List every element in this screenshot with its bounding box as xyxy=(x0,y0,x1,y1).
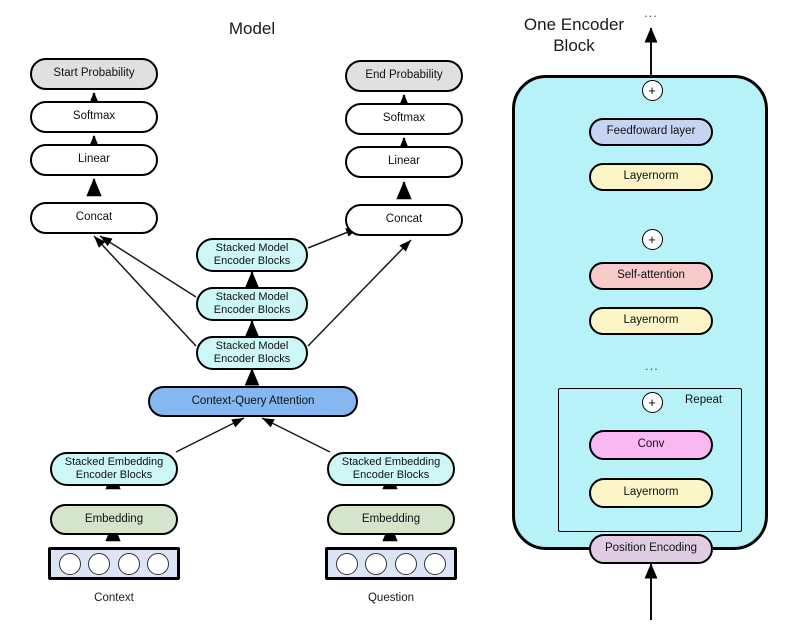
node-layernorm-top[interactable]: Layernorm xyxy=(589,163,713,191)
node-layernorm-bottom[interactable]: Layernorm xyxy=(589,478,713,508)
node-conv[interactable]: Conv xyxy=(589,430,713,460)
node-stacked-model-encoder-2[interactable]: Stacked Model Encoder Blocks xyxy=(196,287,308,321)
node-embedding-context[interactable]: Embedding xyxy=(50,504,178,535)
token-box-question[interactable] xyxy=(325,547,457,580)
node-layernorm-middle[interactable]: Layernorm xyxy=(589,307,713,335)
token-circle xyxy=(365,552,388,575)
token-circle xyxy=(424,552,447,575)
node-stacked-embedding-encoder-context[interactable]: Stacked Embedding Encoder Blocks xyxy=(50,452,178,486)
residual-add-top: + xyxy=(641,80,663,101)
node-stacked-model-encoder-3[interactable]: Stacked Model Encoder Blocks xyxy=(196,336,308,370)
residual-add-bottom: + xyxy=(641,392,663,413)
node-softmax-left[interactable]: Softmax xyxy=(30,101,158,133)
repeat-group-box xyxy=(558,388,742,532)
encoder-block-title: One Encoder Block xyxy=(523,15,625,56)
repeat-label: Repeat xyxy=(685,394,723,406)
token-circle xyxy=(58,552,81,575)
node-position-encoding[interactable]: Position Encoding xyxy=(589,534,713,564)
node-feedforward-layer[interactable]: Feedfoward layer xyxy=(589,118,713,146)
node-concat-left[interactable]: Concat xyxy=(30,202,158,234)
node-start-probability[interactable]: Start Probability xyxy=(30,58,158,90)
token-circle xyxy=(88,552,111,575)
middle-ellipsis: ... xyxy=(645,358,659,373)
node-stacked-model-encoder-1[interactable]: Stacked Model Encoder Blocks xyxy=(196,238,308,272)
caption-context: Context xyxy=(94,592,134,604)
residual-add-middle: + xyxy=(641,229,663,250)
node-softmax-right[interactable]: Softmax xyxy=(345,103,463,135)
top-ellipsis: ... xyxy=(644,5,658,20)
node-context-query-attention[interactable]: Context-Query Attention xyxy=(148,386,358,417)
node-linear-left[interactable]: Linear xyxy=(30,144,158,176)
node-concat-right[interactable]: Concat xyxy=(345,204,463,236)
node-embedding-question[interactable]: Embedding xyxy=(327,504,455,535)
token-circle xyxy=(147,552,170,575)
caption-question: Question xyxy=(367,592,415,604)
token-circle xyxy=(117,552,140,575)
token-box-context[interactable] xyxy=(48,547,180,580)
model-title: Model xyxy=(228,19,276,38)
node-self-attention[interactable]: Self-attention xyxy=(589,262,713,290)
node-end-probability[interactable]: End Probability xyxy=(345,60,463,92)
node-linear-right[interactable]: Linear xyxy=(345,146,463,178)
node-stacked-embedding-encoder-question[interactable]: Stacked Embedding Encoder Blocks xyxy=(327,452,455,486)
token-circle xyxy=(394,552,417,575)
token-circle xyxy=(335,552,358,575)
